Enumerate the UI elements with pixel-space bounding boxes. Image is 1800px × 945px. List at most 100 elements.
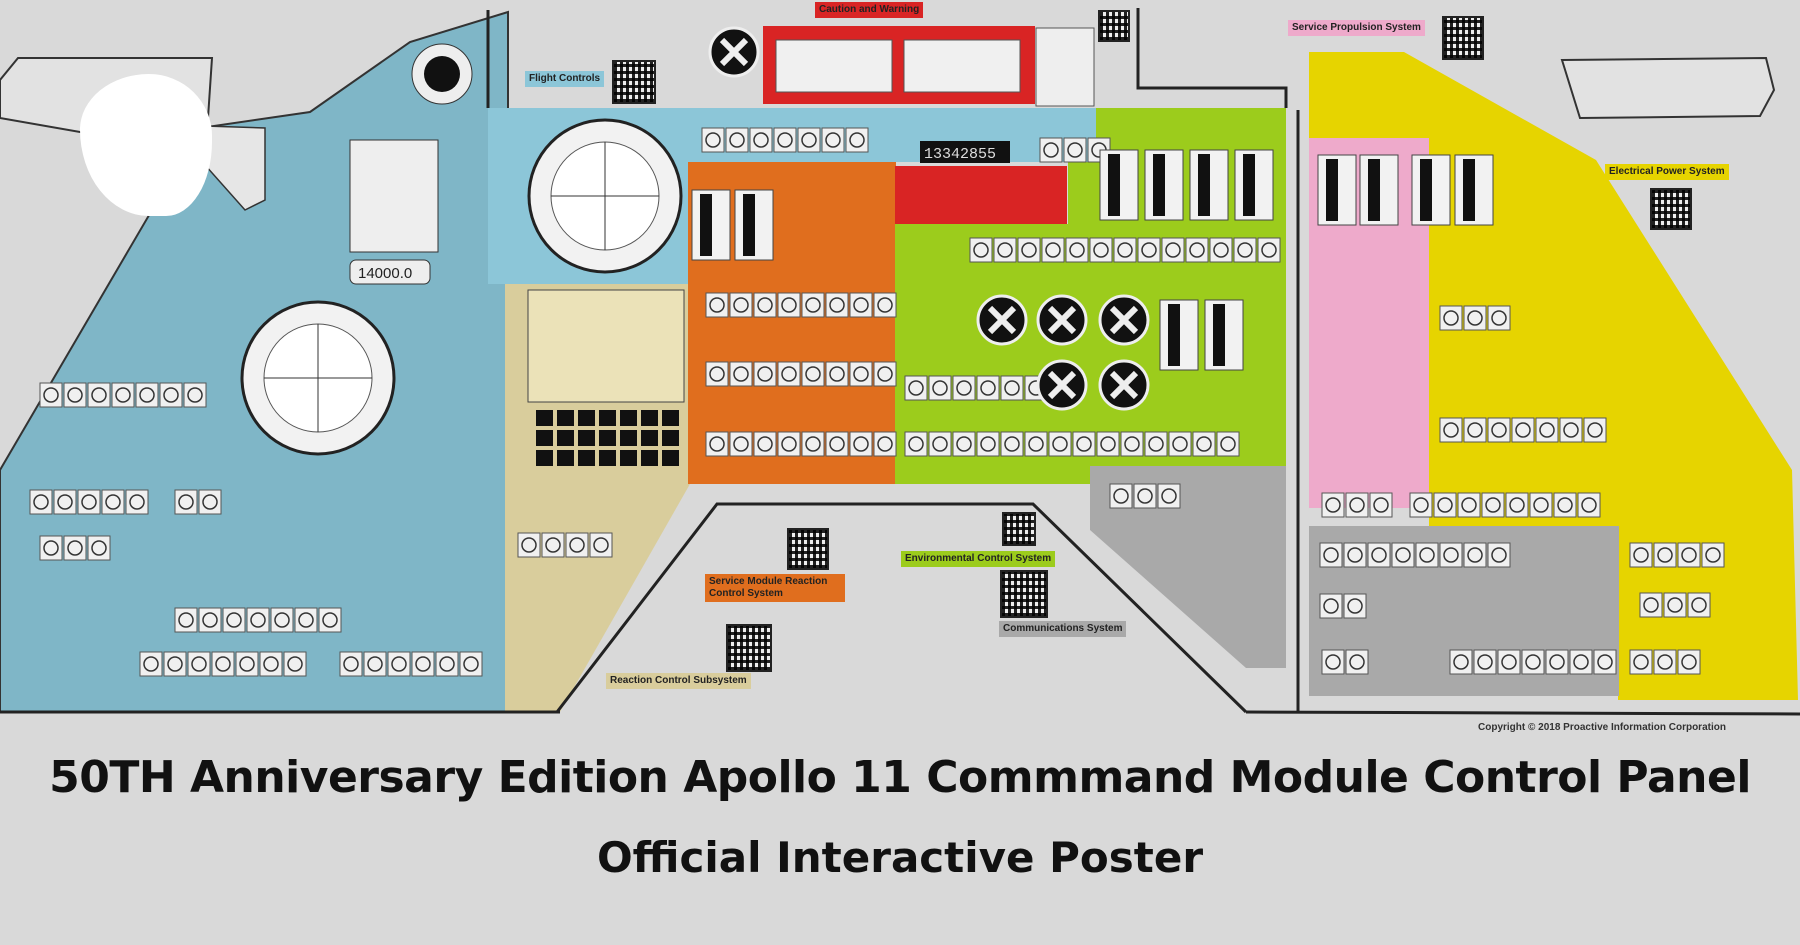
toggle-switch[interactable] — [1653, 649, 1677, 675]
circuit-breaker-panel[interactable] — [1189, 149, 1229, 221]
toggle-switch[interactable] — [63, 382, 87, 408]
toggle-switch[interactable] — [1216, 431, 1240, 457]
circuit-breaker-panel[interactable] — [691, 189, 731, 261]
toggle-switch[interactable] — [1439, 417, 1463, 443]
toggle-switch[interactable] — [873, 292, 897, 318]
toggle-switch[interactable] — [1185, 237, 1209, 263]
qr-code-service-propulsion[interactable] — [1442, 16, 1484, 60]
toggle-switch[interactable] — [1321, 492, 1345, 518]
toggle-switch[interactable] — [849, 292, 873, 318]
label-service-propulsion[interactable]: Service Propulsion System — [1288, 20, 1425, 36]
toggle-switch[interactable] — [777, 361, 801, 387]
dsky-key[interactable] — [620, 410, 637, 426]
toggle-switch[interactable] — [1629, 649, 1653, 675]
toggle-switch[interactable] — [1463, 417, 1487, 443]
toggle-switch[interactable] — [318, 607, 342, 633]
toggle-switch[interactable] — [541, 532, 565, 558]
toggle-switch[interactable] — [1487, 417, 1511, 443]
dsky-key[interactable] — [536, 450, 553, 466]
circuit-breaker-panel[interactable] — [1144, 149, 1184, 221]
toggle-switch[interactable] — [753, 292, 777, 318]
toggle-switch[interactable] — [969, 237, 993, 263]
toggle-switch[interactable] — [952, 375, 976, 401]
toggle-switch[interactable] — [1473, 649, 1497, 675]
panel-communications[interactable] — [1090, 466, 1286, 668]
toggle-switch[interactable] — [1257, 237, 1281, 263]
dsky-key[interactable] — [620, 450, 637, 466]
label-flight-controls[interactable]: Flight Controls — [525, 71, 605, 87]
toggle-switch[interactable] — [39, 535, 63, 561]
toggle-switch[interactable] — [993, 237, 1017, 263]
toggle-switch[interactable] — [29, 489, 53, 515]
toggle-switch[interactable] — [163, 651, 187, 677]
dsky-key[interactable] — [536, 410, 553, 426]
toggle-switch[interactable] — [825, 361, 849, 387]
toggle-switch[interactable] — [904, 431, 928, 457]
circuit-breaker-panel[interactable] — [1204, 299, 1244, 371]
toggle-switch[interactable] — [39, 382, 63, 408]
toggle-switch[interactable] — [63, 535, 87, 561]
dsky-key[interactable] — [599, 430, 616, 446]
toggle-switch[interactable] — [801, 361, 825, 387]
toggle-switch[interactable] — [198, 489, 222, 515]
toggle-switch[interactable] — [1415, 542, 1439, 568]
toggle-switch[interactable] — [1663, 592, 1687, 618]
toggle-switch[interactable] — [294, 607, 318, 633]
toggle-switch[interactable] — [1065, 237, 1089, 263]
dsky-key[interactable] — [641, 430, 658, 446]
circuit-breaker-panel[interactable] — [1359, 154, 1399, 226]
toggle-switch[interactable] — [159, 382, 183, 408]
toggle-switch[interactable] — [87, 382, 111, 408]
dsky-key[interactable] — [662, 450, 679, 466]
dsky-key[interactable] — [536, 430, 553, 446]
toggle-switch[interactable] — [1120, 431, 1144, 457]
toggle-switch[interactable] — [1505, 492, 1529, 518]
toggle-switch[interactable] — [976, 431, 1000, 457]
toggle-switch[interactable] — [1343, 542, 1367, 568]
toggle-switch[interactable] — [87, 535, 111, 561]
toggle-switch[interactable] — [1593, 649, 1617, 675]
toggle-switch[interactable] — [1168, 431, 1192, 457]
toggle-switch[interactable] — [705, 361, 729, 387]
toggle-switch[interactable] — [749, 127, 773, 153]
toggle-switch[interactable] — [1137, 237, 1161, 263]
dsky-key[interactable] — [557, 450, 574, 466]
toggle-switch[interactable] — [1161, 237, 1185, 263]
toggle-switch[interactable] — [1041, 237, 1065, 263]
toggle-switch[interactable] — [1497, 649, 1521, 675]
toggle-switch[interactable] — [198, 607, 222, 633]
circuit-breaker-panel[interactable] — [1234, 149, 1274, 221]
toggle-switch[interactable] — [459, 651, 483, 677]
toggle-switch[interactable] — [1048, 431, 1072, 457]
toggle-switch[interactable] — [1559, 417, 1583, 443]
toggle-switch[interactable] — [952, 431, 976, 457]
toggle-switch[interactable] — [705, 431, 729, 457]
toggle-switch[interactable] — [725, 127, 749, 153]
dsky-key[interactable] — [578, 410, 595, 426]
toggle-switch[interactable] — [246, 607, 270, 633]
toggle-switch[interactable] — [139, 651, 163, 677]
toggle-switch[interactable] — [222, 607, 246, 633]
toggle-switch[interactable] — [801, 431, 825, 457]
circuit-breaker-panel[interactable] — [1159, 299, 1199, 371]
toggle-switch[interactable] — [1521, 649, 1545, 675]
toggle-switch[interactable] — [753, 431, 777, 457]
toggle-switch[interactable] — [1463, 542, 1487, 568]
toggle-switch[interactable] — [363, 651, 387, 677]
toggle-switch[interactable] — [1109, 483, 1133, 509]
toggle-switch[interactable] — [1321, 649, 1345, 675]
toggle-switch[interactable] — [825, 431, 849, 457]
dsky-key[interactable] — [557, 430, 574, 446]
label-electrical-power[interactable]: Electrical Power System — [1605, 164, 1729, 180]
toggle-switch[interactable] — [1133, 483, 1157, 509]
toggle-switch[interactable] — [1535, 417, 1559, 443]
toggle-switch[interactable] — [1096, 431, 1120, 457]
toggle-switch[interactable] — [187, 651, 211, 677]
toggle-switch[interactable] — [1144, 431, 1168, 457]
toggle-switch[interactable] — [1569, 649, 1593, 675]
toggle-switch[interactable] — [1481, 492, 1505, 518]
toggle-switch[interactable] — [183, 382, 207, 408]
toggle-switch[interactable] — [1000, 431, 1024, 457]
toggle-switch[interactable] — [1233, 237, 1257, 263]
toggle-switch[interactable] — [53, 489, 77, 515]
